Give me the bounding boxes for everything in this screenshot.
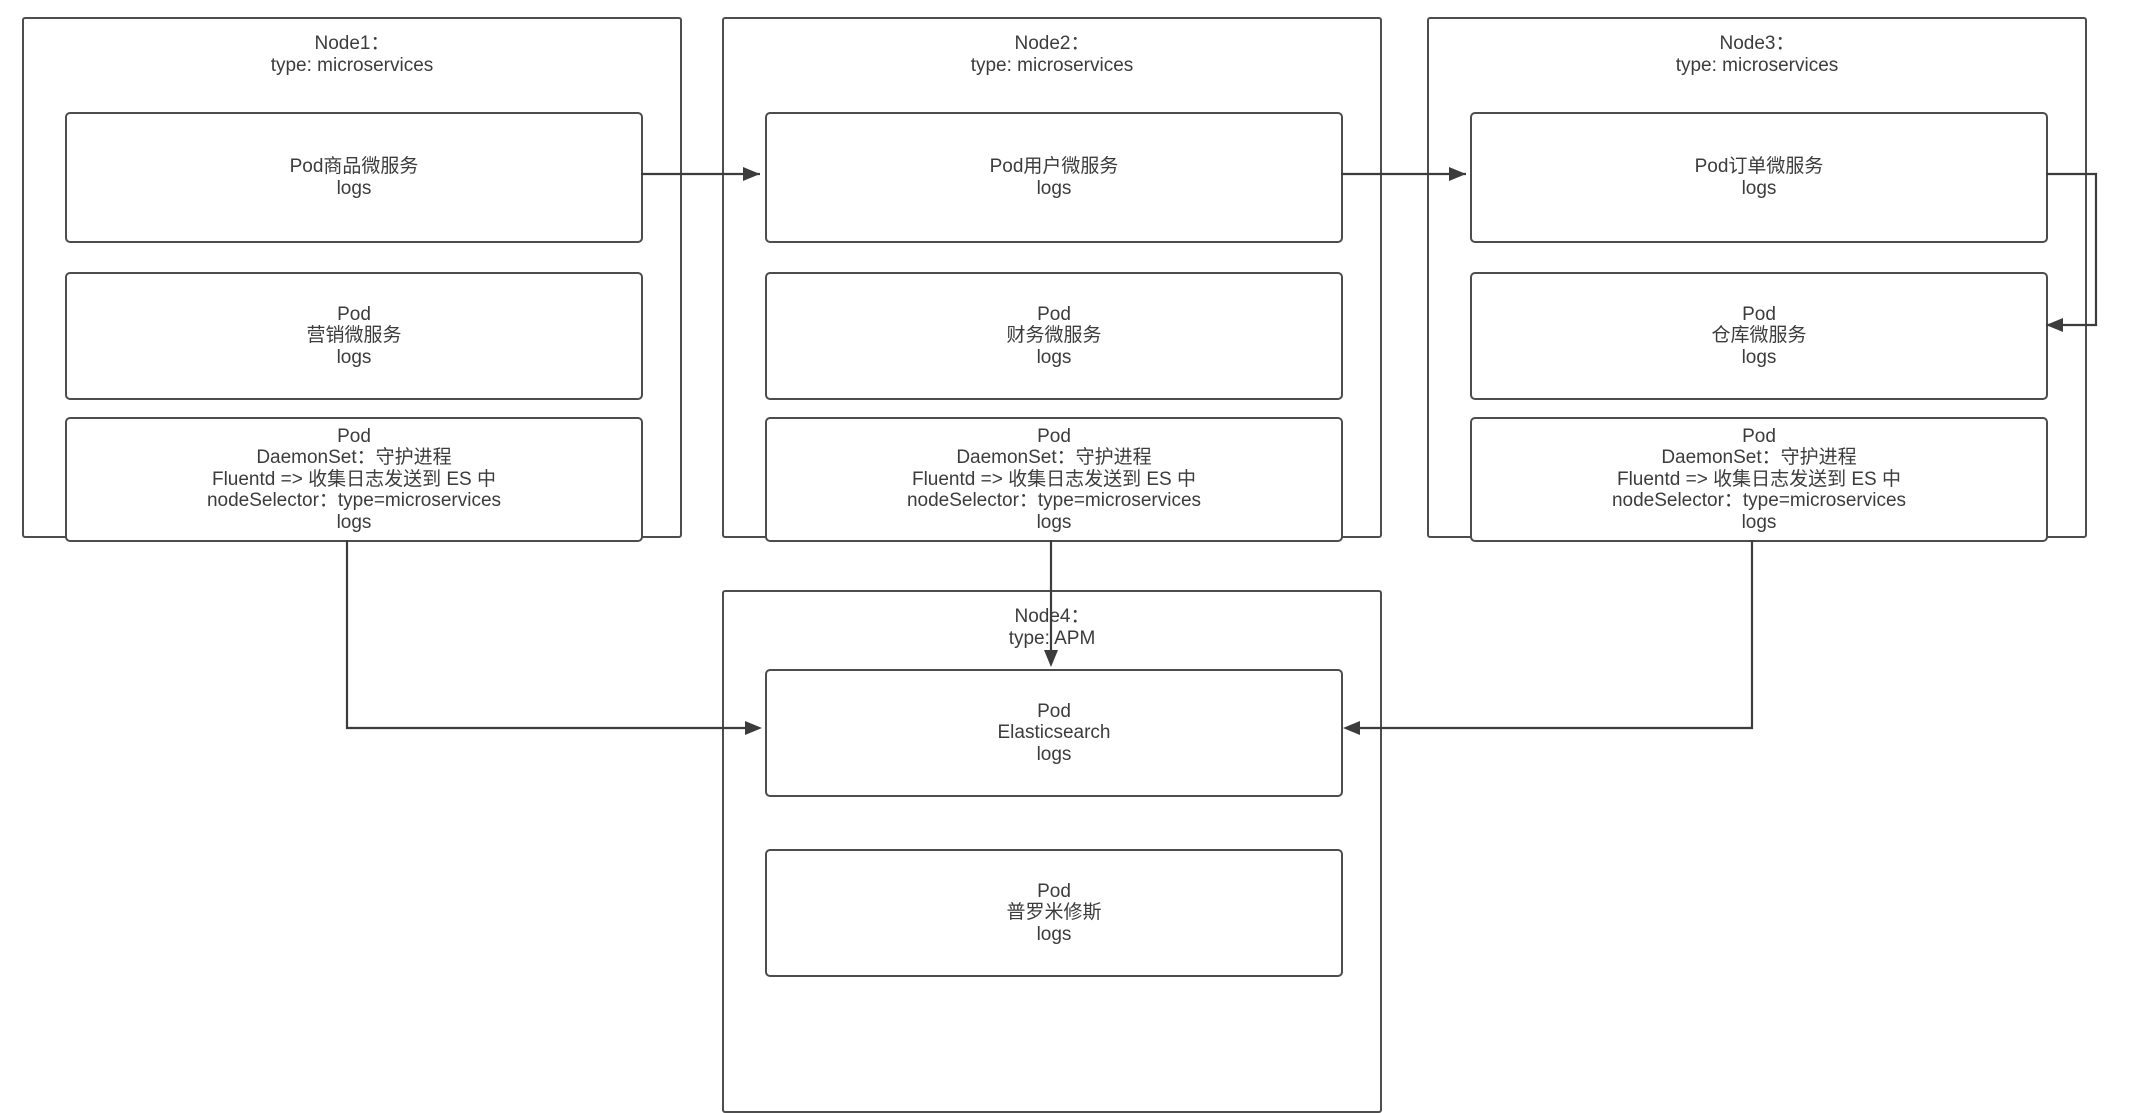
pod-label-node1-product: Pod商品微服务 logs [289,156,419,199]
pod-node4-elasticsearch[interactable]: Pod Elasticsearch logs [765,669,1343,797]
pod-label-node4-elasticsearch: Pod Elasticsearch logs [997,700,1111,765]
pod-node3-warehouse[interactable]: Pod 仓库微服务 logs [1470,272,2048,400]
pod-label-node2-daemonset: Pod DaemonSet：守护进程 Fluentd => 收集日志发送到 ES… [906,425,1202,533]
pod-label-node3-warehouse: Pod 仓库微服务 logs [1711,303,1807,368]
pod-node2-finance[interactable]: Pod 财务微服务 logs [765,272,1343,400]
pod-label-node2-user: Pod用户微服务 logs [989,156,1119,199]
node-container-node2[interactable]: Node2： type: microservices Pod用户微服务 logs… [722,17,1382,542]
node-title-node4: Node4： type: APM [1008,606,1096,649]
node-title-node1: Node1： type: microservices [270,33,434,76]
pod-label-node1-marketing: Pod 营销微服务 logs [306,303,402,368]
node-container-node3[interactable]: Node3： type: microservices Pod订单微服务 logs… [1427,17,2087,542]
node-container-node1[interactable]: Node1： type: microservices Pod商品微服务 logs… [22,17,682,542]
connector-line [1360,540,1754,730]
pod-label-node3-order: Pod订单微服务 logs [1694,156,1824,199]
pod-node1-daemonset[interactable]: Pod DaemonSet：守护进程 Fluentd => 收集日志发送到 ES… [65,417,643,542]
node-title-node3: Node3： type: microservices [1675,33,1839,76]
connector-line [345,540,745,730]
pod-node3-daemonset[interactable]: Pod DaemonSet：守护进程 Fluentd => 收集日志发送到 ES… [1470,417,2048,542]
pod-label-node2-finance: Pod 财务微服务 logs [1006,303,1102,368]
node-title-node2: Node2： type: microservices [970,33,1134,76]
pod-label-node4-prometheus: Pod 普罗米修斯 logs [1006,880,1102,945]
pod-node2-daemonset[interactable]: Pod DaemonSet：守护进程 Fluentd => 收集日志发送到 ES… [765,417,1343,542]
pod-node2-user[interactable]: Pod用户微服务 logs [765,112,1343,243]
pod-label-node3-daemonset: Pod DaemonSet：守护进程 Fluentd => 收集日志发送到 ES… [1611,425,1907,533]
node-container-node4[interactable]: Node4： type: APM Pod Elasticsearch logs … [722,590,1382,1113]
pod-node1-marketing[interactable]: Pod 营销微服务 logs [65,272,643,400]
connector-node3-daemonset-to-elasticsearch [1343,540,1754,735]
pod-node3-order[interactable]: Pod订单微服务 logs [1470,112,2048,243]
pod-label-node1-daemonset: Pod DaemonSet：守护进程 Fluentd => 收集日志发送到 ES… [206,425,502,533]
pod-node1-product[interactable]: Pod商品微服务 logs [65,112,643,243]
connector-node1-daemonset-to-elasticsearch [345,540,762,735]
pod-node4-prometheus[interactable]: Pod 普罗米修斯 logs [765,849,1343,977]
